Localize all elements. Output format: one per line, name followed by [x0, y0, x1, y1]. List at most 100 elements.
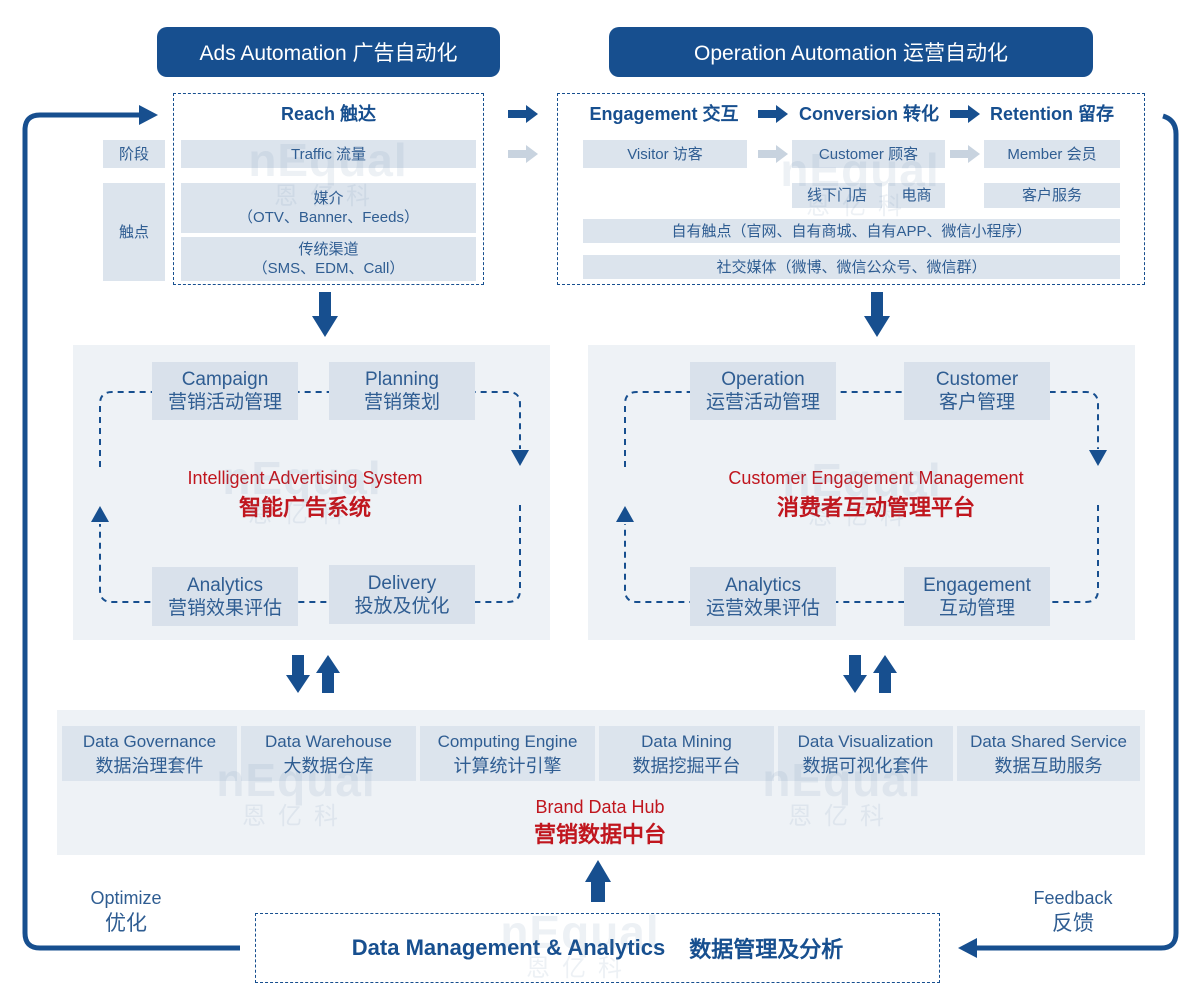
engagement-module: Engagement 互动管理: [904, 567, 1050, 626]
engagement-stage-title: Engagement 交互: [589, 104, 739, 124]
hub-module-computing-engine: Computing Engine 计算统计引擎: [420, 726, 595, 781]
module-en-label: Operation: [721, 369, 805, 390]
ads-loop-bottom: [99, 505, 521, 603]
traffic-box: Traffic 流量: [181, 140, 476, 168]
optimize-label-cn: 优化: [105, 912, 147, 935]
data-hub-title-en: Brand Data Hub: [535, 797, 665, 817]
retention-stage-title: Retention 留存: [990, 104, 1114, 124]
module-cn-label: 营销活动管理: [167, 392, 282, 413]
touchpoint-label: 触点: [103, 183, 165, 281]
hub-to-ads-up-arrow: [316, 655, 340, 693]
optimize-loop-line: [22, 112, 240, 951]
module-en-label: Analytics: [186, 574, 264, 596]
feedback-loop-arrowhead: [958, 938, 977, 958]
delivery-module: Delivery 投放及优化: [329, 565, 475, 624]
module-en-label: Computing Engine: [437, 731, 578, 751]
engagement-loop-down-arrowhead: [1089, 450, 1107, 466]
module-en-label: Data Governance: [82, 731, 217, 751]
customer-service-box: 客户服务: [984, 183, 1120, 208]
member-box: Member 会员: [984, 140, 1120, 168]
optimize-label-en: Optimize: [90, 888, 162, 908]
traditional-line1: 传统渠道: [298, 241, 359, 258]
operation-module: Operation 运营活动管理: [690, 362, 836, 420]
media-line1: 媒介: [313, 190, 344, 207]
campaign-module: Campaign 营销活动管理: [152, 362, 298, 420]
module-en-label: Engagement: [923, 574, 1031, 596]
visitor-to-customer-arrow: [758, 145, 788, 163]
traditional-line2: （SMS、EDM、Call）: [252, 260, 405, 277]
customer-to-member-arrow: [950, 145, 980, 163]
engagement-to-hub-down-arrow: [843, 655, 867, 693]
reach-frame: [173, 93, 484, 285]
operation-analytics-module: Analytics 运营效果评估: [690, 567, 836, 626]
feedback-loop-line: [974, 113, 1179, 951]
ads-to-hub-down-arrow: [286, 655, 310, 693]
ads-automation-header: Ads Automation 广告自动化: [157, 27, 500, 77]
engagement-system-title-en: Customer Engagement Management: [728, 468, 1024, 488]
feedback-label-cn: 反馈: [1052, 912, 1094, 935]
ads-system-title-cn: 智能广告系统: [238, 495, 371, 520]
module-cn-label: 营销效果评估: [167, 597, 282, 619]
module-cn-label: 运营活动管理: [705, 392, 820, 413]
module-cn-label: 数据可视化套件: [802, 755, 929, 776]
offline-store-box: 线下门店: [792, 183, 882, 208]
module-en-label: Delivery: [367, 572, 437, 594]
module-cn-label: 数据互助服务: [994, 755, 1103, 776]
module-cn-label: 运营效果评估: [705, 597, 820, 619]
data-management-up-arrow: [585, 860, 611, 902]
data-hub-title-cn: 营销数据中台: [533, 822, 666, 847]
conversion-stage-title: Conversion 转化: [798, 104, 940, 124]
stage-label: 阶段: [103, 140, 165, 168]
operation-automation-header: Operation Automation 运营自动化: [609, 27, 1093, 77]
ads-loop-top: [99, 391, 521, 467]
reach-down-arrow: [312, 292, 338, 337]
ads-system-title-en: Intelligent Advertising System: [187, 468, 423, 488]
module-en-label: Data Visualization: [797, 731, 934, 751]
ads-analytics-module: Analytics 营销效果评估: [152, 567, 298, 626]
customer-box: Customer 顾客: [792, 140, 945, 168]
data-management-label: Data Management & Analytics 数据管理及分析: [255, 913, 940, 983]
owned-touchpoints-box: 自有触点（官网、自有商城、自有APP、微信小程序）: [583, 219, 1120, 243]
engagement-to-conversion-arrow: [758, 105, 788, 123]
engagement-loop-up-arrowhead: [616, 506, 634, 522]
module-cn-label: 互动管理: [938, 597, 1015, 619]
module-en-label: Customer: [935, 369, 1019, 390]
traffic-to-visitor-arrow: [508, 145, 538, 163]
module-en-label: Planning: [365, 369, 439, 390]
engagement-loop-bottom: [624, 505, 1099, 603]
data-management-frame: [255, 913, 940, 983]
ecommerce-box: 电商: [888, 183, 945, 208]
conversion-to-retention-arrow: [950, 105, 980, 123]
media-line2: （OTV、Banner、Feeds）: [238, 209, 419, 226]
ads-loop-up-arrowhead: [91, 506, 109, 522]
feedback-label-en: Feedback: [1033, 888, 1113, 908]
module-en-label: Data Mining: [641, 731, 732, 751]
planning-module: Planning 营销策划: [329, 362, 475, 420]
module-cn-label: 数据治理套件: [95, 755, 204, 776]
operation-flow-frame: [557, 93, 1145, 285]
module-cn-label: 投放及优化: [354, 595, 450, 617]
module-cn-label: 计算统计引擎: [453, 755, 562, 776]
reach-to-engagement-arrow: [508, 105, 538, 123]
module-en-label: Data Shared Service: [970, 731, 1127, 751]
optimize-loop-arrowhead: [139, 105, 158, 125]
hub-to-engagement-up-arrow: [873, 655, 897, 693]
traditional-channel-box: 传统渠道 （SMS、EDM、Call）: [181, 237, 476, 281]
hub-module-data-mining: Data Mining 数据挖掘平台: [599, 726, 774, 781]
module-en-label: Data Warehouse: [265, 731, 392, 751]
reach-title: Reach 触达: [280, 104, 377, 124]
media-box: 媒介 （OTV、Banner、Feeds）: [181, 183, 476, 233]
ads-loop-down-arrowhead: [511, 450, 529, 466]
operation-down-arrow: [864, 292, 890, 337]
hub-module-data-visualization: Data Visualization 数据可视化套件: [778, 726, 953, 781]
engagement-system-title-cn: 消费者互动管理平台: [776, 495, 975, 520]
data-management-en: Data Management & Analytics: [351, 935, 666, 960]
module-cn-label: 数据挖掘平台: [632, 755, 741, 776]
module-en-label: Analytics: [724, 574, 802, 596]
module-en-label: Campaign: [181, 369, 269, 390]
social-media-box: 社交媒体（微博、微信公众号、微信群）: [583, 255, 1120, 279]
visitor-box: Visitor 访客: [583, 140, 747, 168]
hub-module-data-shared-service: Data Shared Service 数据互助服务: [957, 726, 1140, 781]
hub-module-data-governance: Data Governance 数据治理套件: [62, 726, 237, 781]
